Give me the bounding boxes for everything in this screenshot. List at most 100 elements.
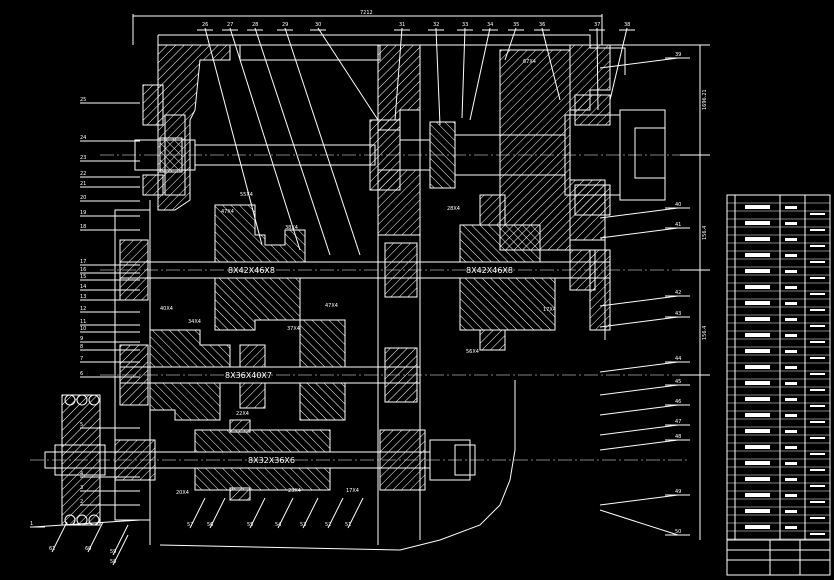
shaft-3-label: 8X36X40X7 [225,371,272,380]
gear-label: 17X4 [346,488,359,494]
gear-label: 47X4 [325,303,338,309]
shaft-4-label: 8X32X36X6 [248,456,295,465]
callout-left: 12 [80,306,86,312]
side-dim-label: 156.4 [702,326,708,340]
callout-bottom: 54 [275,522,281,528]
callout-left: 2 [80,499,83,505]
gear-label: 37X4 [287,326,300,332]
callout-top: 28 [252,22,258,28]
gear-label: 40X4 [160,306,173,312]
gear-label: 34X4 [188,319,201,325]
shaft-2-label-left: 8X42X46X8 [228,266,275,275]
callout-bottom: 53 [300,522,306,528]
bottom-callouts: 61 60 59 58 57 56 55 54 53 52 51 [49,497,364,566]
callout-right: 46 [675,399,681,405]
callout-left: 3 [80,485,83,491]
top-callouts: 26 27 28 29 30 31 32 33 34 35 36 37 38 [197,22,635,256]
side-dim-label: 156.4 [702,226,708,240]
callout-right: 44 [675,356,681,362]
callout-left: 1 [30,521,33,527]
callout-right: 50 [675,529,681,535]
callout-top: 38 [624,22,630,28]
callout-top: 30 [315,22,321,28]
callout-left: 18 [80,224,86,230]
left-top-bearing [142,84,186,196]
callout-top: 26 [202,22,208,28]
pulley [54,394,106,526]
gear-label: 55X4 [240,192,253,198]
top-dimension: 7212 [132,10,603,45]
callout-right: 42 [675,290,681,296]
callout-right: 41 [675,222,681,228]
callout-left: 17 [80,259,86,265]
callout-bottom: 57 [187,522,193,528]
callout-left: 14 [80,284,86,290]
shaft-2-label-right: 8X42X46X8 [466,266,513,275]
top-dimension-label: 7212 [360,10,373,16]
gear-label: 20X4 [176,490,189,496]
side-dimensions: 1696.21 156.4 156.4 [680,44,710,376]
callout-bottom: 56 [207,522,213,528]
callout-top: 29 [282,22,288,28]
callout-right: 45 [675,379,681,385]
callout-bottom: 58 [110,559,116,565]
shaft-4 [30,419,690,501]
gear-label: 28X4 [447,206,460,212]
callout-left: 23 [80,155,86,161]
gear-label: 22X4 [236,411,249,417]
callout-left: 16 [80,267,86,273]
callout-left: 21 [80,181,86,187]
callout-right: 39 [675,52,681,58]
callout-top: 32 [433,22,439,28]
callout-right: 40 [675,202,681,208]
callout-right: 43 [675,311,681,317]
callout-left: 10 [80,326,86,332]
callout-right: 47 [675,419,681,425]
title-block [726,539,831,576]
callout-top: 36 [539,22,545,28]
callout-left: 7 [80,356,83,362]
inner-walls [149,45,606,545]
side-dim-label: 1696.21 [702,89,708,110]
gear-label: 23X4 [288,488,301,494]
callout-bottom: 59 [110,549,116,555]
callout-left: 8 [80,344,83,350]
callout-left: 11 [80,319,86,325]
callout-left: 24 [80,135,86,141]
gear-label: 56X4 [466,349,479,355]
callout-left: 19 [80,210,86,216]
shaft-3 [100,319,690,421]
callout-top: 37 [594,22,600,28]
callout-left: 13 [80,294,86,300]
bom-table [726,194,831,576]
left-callouts: 2524232221201918171615141312111098765432… [30,97,141,528]
callout-left: 5 [80,422,83,428]
callout-left: 4 [80,471,83,477]
gear-labels: 55X4 47X4 38X4 67X4 28X4 40X4 34X4 37X4 … [160,59,556,496]
callout-left: 25 [80,97,86,103]
callout-bottom: 52 [325,522,331,528]
callout-top: 34 [487,22,493,28]
callout-top: 33 [462,22,468,28]
callout-bottom: 55 [247,522,253,528]
callout-top: 27 [227,22,233,28]
callout-top: 35 [513,22,519,28]
callout-bottom: 51 [345,522,351,528]
callout-bottom: 61 [49,546,55,552]
callout-bottom: 60 [85,546,91,552]
callout-right: 48 [675,434,681,440]
gear-label: 67X4 [523,59,536,65]
upper-shaft [100,49,680,251]
callout-left: 22 [80,171,86,177]
callout-left: 15 [80,274,86,280]
gear-label: 17X4 [543,307,556,313]
callout-left: 6 [80,371,83,377]
gear-label: 38X4 [285,225,298,231]
gear-label: 47X4 [221,209,234,215]
callout-left: 9 [80,336,83,342]
callout-top: 31 [399,22,405,28]
right-callouts: 39 40 41 42 43 44 45 46 47 48 49 50 [599,52,690,536]
callout-right: 49 [675,489,681,495]
